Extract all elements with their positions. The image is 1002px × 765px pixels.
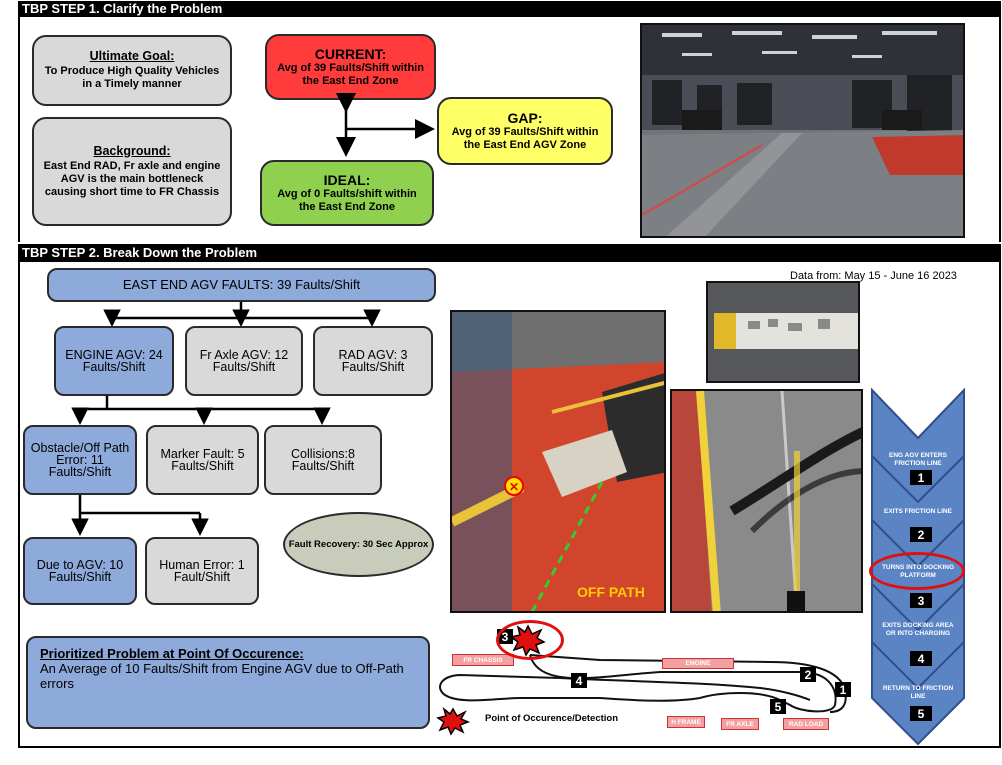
map-marker-2: 2 [800, 667, 816, 682]
human-error-text: Human Error: 1 Fault/Shift [159, 558, 245, 584]
map-h-frame: H FRAME [667, 716, 705, 728]
background-text: East End RAD, Fr axle and engine AGV is … [43, 159, 221, 198]
agv-top-illustration [708, 283, 858, 381]
human-error-box: Human Error: 1 Fault/Shift [145, 537, 259, 605]
svg-text:✕: ✕ [509, 480, 519, 494]
step-4-text: EXITS DOCKING AREA OR INTO CHARGING [882, 622, 954, 637]
map-engine: ENGINE [662, 658, 734, 669]
ultimate-goal-text: To Produce High Quality Vehicles in a Ti… [44, 65, 220, 90]
step2-header: TBP STEP 2. Break Down the Problem [18, 244, 1001, 262]
marker-fault-box: Marker Fault: 5 Faults/Shift [146, 425, 259, 495]
factory-floor-photo [640, 23, 965, 238]
highlight-circle [496, 620, 564, 660]
off-path-photo: ✕ OFF PATH [450, 310, 666, 613]
fault-recovery-ellipse: Fault Recovery: 30 Sec Approx [283, 512, 434, 577]
map-fr-chassis: FR CHASSIS [452, 654, 514, 666]
collisions-text: Collisions:8 Faults/Shift [291, 447, 355, 473]
step-2-text: EXITS FRICTION LINE [884, 508, 952, 515]
engine-agv-text: ENGINE AGV: 24 Faults/Shift [65, 348, 163, 374]
rad-agv-text: RAD AGV: 3 Faults/Shift [338, 348, 408, 374]
current-box: CURRENT: Avg of 39 Faults/Shift within t… [265, 34, 436, 100]
floor-marker-photo [670, 389, 863, 613]
map-marker-4: 4 [571, 673, 587, 688]
due-to-agv-text: Due to AGV: 10 Faults/Shift [36, 558, 124, 584]
fault-recovery-text: Fault Recovery: 30 Sec Approx [288, 539, 429, 550]
ultimate-goal-box: Ultimate Goal: To Produce High Quality V… [32, 35, 232, 106]
data-from-label: Data from: May 15 - June 16 2023 [790, 270, 957, 282]
rad-agv-box: RAD AGV: 3 Faults/Shift [313, 326, 433, 396]
current-text: Avg of 39 Faults/Shift within the East E… [277, 62, 424, 87]
prioritized-problem-box: Prioritized Problem at Point Of Occurenc… [26, 636, 430, 729]
step-5-text: RETURN TO FRICTION LINE [882, 685, 954, 700]
step1-frame [18, 17, 1001, 242]
floor-marker-illustration [672, 391, 861, 611]
step-1-text: ENG AGV ENTERS FRICTION LINE [889, 452, 947, 467]
agv-top-photo [706, 281, 860, 383]
point-of-occurence-icon [436, 706, 471, 736]
root-fault-box: EAST END AGV FAULTS: 39 Faults/Shift [47, 268, 436, 302]
background-title: Background: [93, 143, 171, 158]
map-marker-1: 1 [835, 682, 851, 697]
fr-axle-agv-text: Fr Axle AGV: 12 Faults/Shift [199, 348, 289, 374]
ideal-title: IDEAL: [323, 172, 371, 188]
map-marker-5: 5 [770, 699, 786, 714]
step-1-number: 1 [910, 470, 932, 485]
gap-title: GAP: [507, 110, 543, 126]
prioritized-text: An Average of 10 Faults/Shift from Engin… [40, 661, 404, 691]
map-fr-axle: FR AXLE [721, 718, 759, 730]
point-of-occurence-label: Point of Occurence/Detection [485, 713, 619, 724]
map-rad-load: RAD LOAD [783, 718, 829, 730]
gap-text: Avg of 39 Faults/Shift within the East E… [451, 126, 599, 151]
obstacle-text: Obstacle/Off Path Error: 11 Faults/Shift [30, 441, 130, 479]
gap-box: GAP: Avg of 39 Faults/Shift within the E… [437, 97, 613, 165]
step-2-number: 2 [910, 527, 932, 542]
due-to-agv-box: Due to AGV: 10 Faults/Shift [23, 537, 137, 605]
ideal-box: IDEAL: Avg of 0 Faults/shift within the … [260, 160, 434, 226]
background-box: Background: East End RAD, Fr axle and en… [32, 117, 232, 226]
off-path-label: OFF PATH [577, 584, 645, 600]
root-fault-text: EAST END AGV FAULTS: 39 Faults/Shift [122, 277, 361, 292]
collisions-box: Collisions:8 Faults/Shift [264, 425, 382, 495]
factory-floor-illustration [642, 25, 963, 236]
ultimate-goal-title: Ultimate Goal: [89, 49, 175, 63]
off-path-illustration: ✕ [452, 312, 664, 611]
fr-axle-agv-box: Fr Axle AGV: 12 Faults/Shift [185, 326, 303, 396]
step1-header: TBP STEP 1. Clarify the Problem [18, 1, 1001, 17]
prioritized-title: Prioritized Problem at Point Of Occurenc… [40, 646, 304, 661]
ideal-text: Avg of 0 Faults/shift within the East En… [277, 188, 417, 213]
engine-agv-box: ENGINE AGV: 24 Faults/Shift [54, 326, 174, 396]
step-4-number: 4 [910, 651, 932, 666]
marker-fault-text: Marker Fault: 5 Faults/Shift [160, 447, 245, 473]
step-5-number: 5 [910, 706, 932, 721]
obstacle-box: Obstacle/Off Path Error: 11 Faults/Shift [23, 425, 137, 495]
step2-frame [18, 262, 1001, 748]
step-3-number: 3 [910, 593, 932, 608]
current-title: CURRENT: [314, 46, 387, 62]
step-3-highlight [869, 552, 965, 590]
